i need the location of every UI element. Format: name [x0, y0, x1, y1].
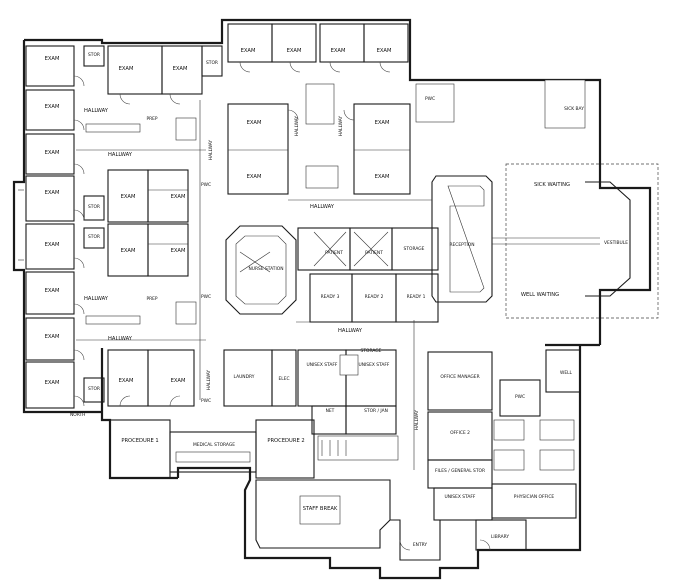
label-exam: EXAM: [121, 194, 136, 200]
label-exam: EXAM: [45, 104, 60, 110]
label-hallway: HALLWAY: [208, 140, 214, 161]
label-storage: STORAGE: [404, 246, 425, 252]
label-hallway: HALLWAY: [108, 336, 133, 342]
label-sick-bay: SICK BAY: [564, 106, 584, 112]
label-exam: EXAM: [375, 120, 390, 126]
label-exam: EXAM: [45, 56, 60, 62]
label-stor: STOR: [88, 52, 100, 58]
label-reception: RECEPTION: [449, 242, 474, 248]
door-swings: [73, 61, 491, 551]
left-exam-wing: [18, 45, 223, 409]
label-laundry: LAUNDRY: [234, 374, 255, 380]
label-exam: EXAM: [45, 242, 60, 248]
label-sick-waiting: SICK WAITING: [534, 182, 570, 188]
label-ready-3: READY 3: [321, 294, 340, 300]
label-exam: EXAM: [121, 248, 136, 254]
label-prep: PREP: [146, 116, 157, 122]
nurse-station: [225, 225, 297, 315]
label-pwc: PWC: [201, 182, 211, 188]
reception-waiting: [431, 163, 659, 319]
label-exam: EXAM: [247, 174, 262, 180]
label-exam: EXAM: [171, 378, 186, 384]
label-procedure-2: PROCEDURE 2: [267, 438, 304, 444]
label-hallway: HALLWAY: [206, 370, 212, 391]
label-exam: EXAM: [241, 48, 256, 54]
staff-break-entry: [255, 479, 478, 561]
label-hallway: HALLWAY: [84, 108, 109, 114]
label-exam: EXAM: [287, 48, 302, 54]
label-vestibule: VESTIBULE: [604, 240, 628, 246]
label-patient: PATIENT: [325, 250, 343, 256]
label-stor-jan: STOR / JAN: [364, 408, 388, 414]
label-pwc: PWC: [425, 96, 435, 102]
label-hallway: HALLWAY: [108, 152, 133, 158]
label-stor: STOR: [206, 60, 218, 66]
label-unisex-staff: UNISEX STAFF: [307, 362, 338, 368]
label-ready-1: READY 1: [407, 294, 426, 300]
north-label: NORTH: [70, 412, 85, 418]
label-ready-2: READY 2: [365, 294, 384, 300]
room-labels: EXAM EXAM EXAM EXAM EXAM EXAM EXAM EXAM …: [45, 48, 629, 548]
procedure-area: [109, 419, 315, 479]
label-storage: STORAGE: [361, 348, 382, 354]
label-exam: EXAM: [45, 380, 60, 386]
label-hallway: HALLWAY: [310, 204, 335, 210]
label-entry: ENTRY: [413, 542, 428, 548]
label-files-general-stor: FILES / GENERAL STOR: [435, 468, 485, 474]
label-exam: EXAM: [331, 48, 346, 54]
label-procedure-1: PROCEDURE 1: [121, 438, 158, 444]
label-exam: EXAM: [45, 150, 60, 156]
label-library: LIBRARY: [491, 534, 509, 540]
label-stor: STOR: [88, 234, 100, 240]
label-exam: EXAM: [119, 66, 134, 72]
center-rooms: [297, 227, 439, 323]
label-prep: PREP: [146, 296, 157, 302]
label-pwc: PWC: [201, 398, 211, 404]
label-physician-office: PHYSICIAN OFFICE: [514, 494, 555, 500]
label-office-manager: OFFICE MANAGER: [440, 374, 479, 380]
label-exam: EXAM: [171, 194, 186, 200]
label-exam: EXAM: [45, 334, 60, 340]
label-exam: EXAM: [119, 378, 134, 384]
label-exam: EXAM: [45, 190, 60, 196]
label-pwc: PWC: [201, 294, 211, 300]
label-office-2: OFFICE 2: [450, 430, 470, 436]
lower-service: [223, 349, 399, 461]
label-exam: EXAM: [173, 66, 188, 72]
label-patient: PATIENT: [365, 250, 383, 256]
label-hallway: HALLWAY: [338, 328, 363, 334]
label-exam: EXAM: [171, 248, 186, 254]
label-pwc: PWC: [515, 394, 525, 400]
label-exam: EXAM: [247, 120, 262, 126]
label-medical-storage: MEDICAL STORAGE: [193, 442, 235, 448]
label-unisex-staff: UNISEX STAFF: [359, 362, 390, 368]
label-hallway: HALLWAY: [414, 410, 420, 431]
label-well-waiting: WELL WAITING: [521, 292, 559, 298]
top-center-exam-block: [227, 23, 586, 195]
label-exam: EXAM: [45, 288, 60, 294]
label-elec: ELEC: [278, 376, 289, 382]
label-stor: STOR: [88, 386, 100, 392]
label-nurse-station: NURSE STATION: [248, 266, 283, 272]
label-exam: EXAM: [377, 48, 392, 54]
label-stor: STOR: [88, 204, 100, 210]
label-hallway: HALLWAY: [338, 116, 344, 137]
label-hallway: HALLWAY: [84, 296, 109, 302]
hallways: [76, 100, 432, 470]
label-exam: EXAM: [375, 174, 390, 180]
label-well: WELL: [560, 370, 573, 376]
exterior-walls: [12, 18, 652, 580]
label-unisex-staff: UNISEX STAFF: [445, 494, 476, 500]
label-hallway: HALLWAY: [294, 116, 300, 137]
label-staff-break: STAFF BREAK: [303, 506, 338, 512]
label-net: NET: [326, 408, 335, 414]
